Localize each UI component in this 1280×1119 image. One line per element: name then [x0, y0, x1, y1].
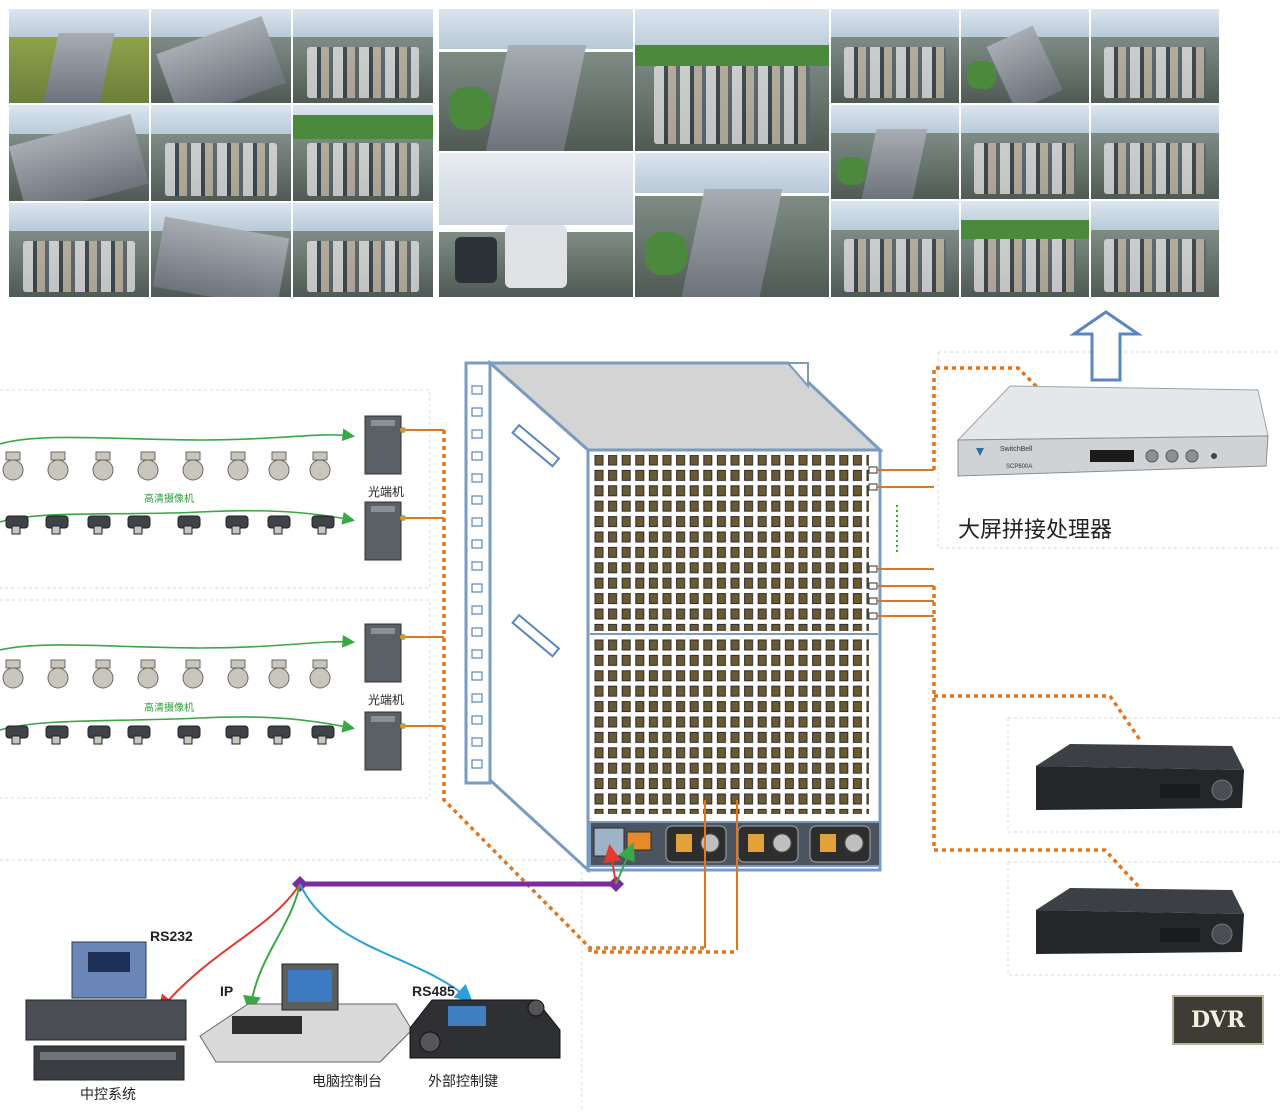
- video-tile: [1090, 104, 1220, 200]
- video-tile: [8, 104, 150, 202]
- rs485-label: RS485: [412, 983, 455, 999]
- power-module: [737, 825, 799, 863]
- video-tile: [438, 8, 634, 152]
- video-tile: [292, 202, 434, 298]
- video-tile: [150, 104, 292, 202]
- power-module: [665, 825, 727, 863]
- signal-lines-dotted: [442, 366, 1142, 954]
- camera-chain-links: [0, 428, 356, 733]
- video-tile: [292, 104, 434, 202]
- handle-icon: [511, 423, 561, 468]
- video-tile: [634, 8, 830, 152]
- external-control-keyboard: [409, 999, 561, 1059]
- video-tile: [830, 104, 960, 200]
- processor-brand: SwitchBell: [1000, 446, 1033, 453]
- video-tile: [634, 152, 830, 298]
- video-tile: [830, 8, 960, 104]
- video-tile: [960, 200, 1090, 298]
- external-keyboard-label: 外部控制键: [428, 1074, 498, 1090]
- video-tile: [960, 104, 1090, 200]
- optical-terminal: [364, 415, 406, 475]
- video-tile: [830, 200, 960, 298]
- optical-terminal-label: 光端机: [368, 485, 405, 499]
- rack-ear-holes: [471, 385, 483, 769]
- signal-lines-solid: [405, 429, 934, 950]
- input-port-grid: [593, 455, 869, 631]
- power-module: [809, 825, 871, 863]
- output-port-grid: [593, 638, 869, 814]
- video-tile: [1090, 200, 1220, 298]
- control-bus: [157, 842, 635, 1014]
- splicing-processor-label: 大屏拼接处理器: [958, 518, 1113, 543]
- video-tile: [8, 8, 150, 104]
- video-tile: [292, 8, 434, 104]
- video-tile: [1090, 8, 1220, 104]
- video-tile: [960, 8, 1090, 104]
- dome-camera-row: [2, 659, 331, 689]
- processor-model: SCP600A: [1006, 464, 1033, 470]
- video-tile: [438, 152, 634, 298]
- dvr-unit: [1036, 744, 1244, 810]
- optical-terminal-label: 光端机: [368, 693, 405, 707]
- up-arrow-icon: [1069, 310, 1143, 382]
- hd-camera-label: 高清摄像机: [144, 703, 194, 714]
- optical-terminal: [364, 501, 406, 561]
- dome-camera-row: [2, 451, 331, 481]
- video-tile: [150, 202, 292, 298]
- rs232-label: RS232: [150, 928, 193, 944]
- handle-icon: [511, 613, 561, 658]
- video-wall: [0, 0, 1222, 300]
- matrix-chassis: [464, 359, 884, 874]
- dvr-label: DVR: [1190, 1007, 1246, 1033]
- bullet-camera-row: [5, 515, 335, 535]
- video-tile: [150, 8, 292, 104]
- hd-camera-label: 高清摄像机: [144, 494, 194, 505]
- splicing-processor: [956, 385, 1269, 477]
- optical-terminal: [364, 711, 406, 771]
- central-control-system: [25, 941, 187, 1081]
- bullet-camera-row: [5, 725, 335, 745]
- computer-console: [199, 963, 413, 1063]
- optical-terminal: [364, 623, 406, 683]
- computer-console-label: 电脑控制台: [312, 1074, 382, 1090]
- video-tile: [8, 202, 150, 298]
- dvr-unit: [1036, 888, 1244, 954]
- central-control-label: 中控系统: [80, 1087, 136, 1103]
- ip-label: IP: [220, 983, 234, 999]
- dvr-label-box: DVR: [1172, 995, 1264, 1045]
